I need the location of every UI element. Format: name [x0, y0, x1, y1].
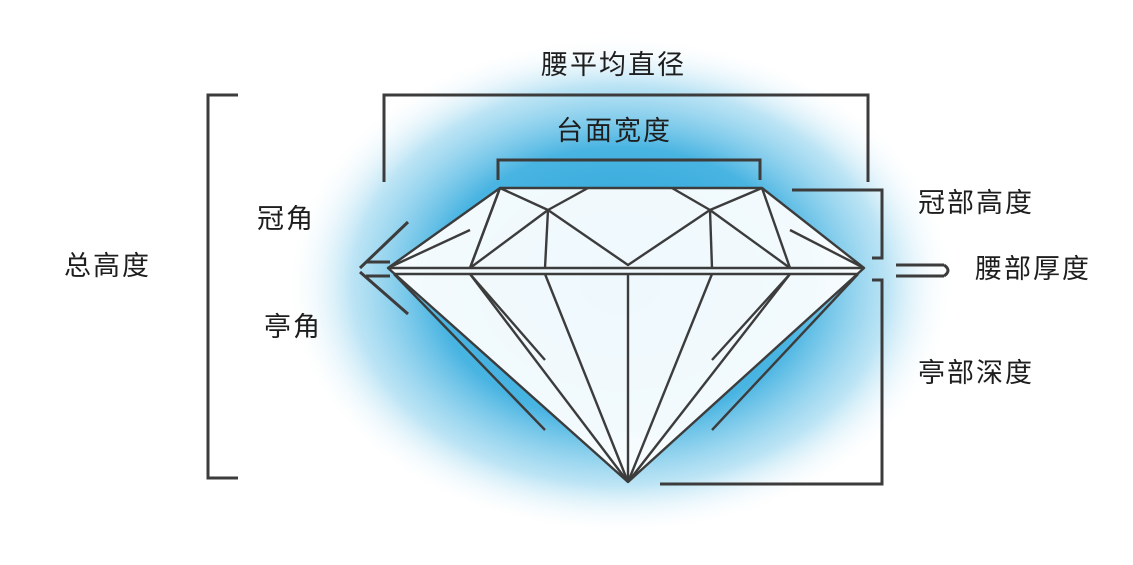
diamond-body	[388, 188, 864, 482]
table-width-label: 台面宽度	[556, 116, 672, 147]
pavilion-depth-label: 亭部深度	[918, 358, 1034, 389]
pavilion-depth-bracket	[660, 278, 884, 486]
crown-angle-mark	[358, 220, 410, 270]
girdle-diameter-bracket	[382, 93, 870, 182]
table-width-bracket	[496, 158, 762, 180]
crown-angle-label: 冠角	[257, 204, 315, 235]
pavilion-angle-label: 亭角	[264, 312, 322, 343]
diamond-facets	[386, 186, 866, 484]
crown-height-bracket	[792, 188, 884, 260]
pavilion-angle-mark	[359, 270, 409, 316]
measurement-lines	[206, 93, 950, 486]
girdle-diameter-label: 腰平均直径	[541, 50, 686, 81]
crown-height-label: 冠部高度	[918, 188, 1034, 219]
girdle-thickness-label: 腰部厚度	[975, 254, 1091, 285]
total-height-label: 总高度	[64, 251, 151, 282]
total-height-bracket	[206, 93, 238, 480]
